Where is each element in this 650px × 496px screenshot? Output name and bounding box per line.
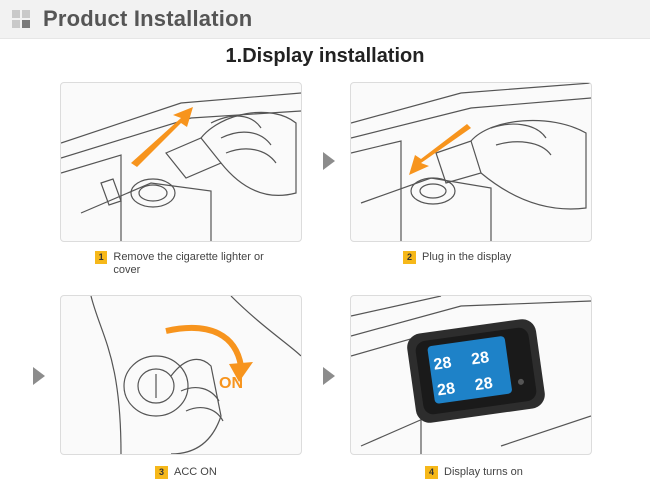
svg-text:28: 28 [474, 375, 494, 394]
on-label: ON [219, 375, 243, 392]
next-step-arrow-icon [33, 367, 45, 385]
step-3-illustration: ON [60, 295, 302, 455]
logo-squares-icon [12, 10, 38, 30]
svg-text:28: 28 [433, 354, 453, 373]
step-1-text: Remove the cigarette lighter or cover [113, 251, 264, 276]
lighter-removal-icon [61, 92, 301, 241]
step-number-badge: 3 [155, 466, 168, 479]
step-4-illustration: 28 28 28 28 [350, 295, 592, 455]
step-3-caption: 3 ACC ON [155, 466, 217, 479]
step-1-caption: 1 Remove the cigarette lighter or cover [95, 251, 285, 277]
step-1-illustration [60, 82, 302, 242]
svg-text:28: 28 [470, 349, 490, 368]
step-number-badge: 1 [95, 251, 108, 264]
svg-text:28: 28 [436, 380, 456, 399]
plug-in-display-icon [351, 83, 591, 241]
step-4-caption: 4 Display turns on [425, 466, 523, 479]
step-number-badge: 2 [403, 251, 416, 264]
step-2-caption: 2 Plug in the display [403, 251, 511, 264]
ignition-key-icon: ON [90, 296, 301, 454]
step-2-illustration [350, 82, 592, 242]
step-2-text: Plug in the display [422, 251, 512, 263]
step-3-text: ACC ON [174, 466, 217, 478]
next-step-arrow-icon [323, 367, 335, 385]
step-4-text: Display turns on [444, 466, 523, 478]
page-title: Product Installation [43, 6, 253, 31]
step-number-badge: 4 [425, 466, 438, 479]
tire-pressure-display-icon: 28 28 28 28 [351, 296, 591, 454]
section-title: 1.Display installation [225, 45, 425, 67]
header-bar: Product Installation [0, 0, 650, 39]
next-step-arrow-icon [323, 152, 335, 170]
